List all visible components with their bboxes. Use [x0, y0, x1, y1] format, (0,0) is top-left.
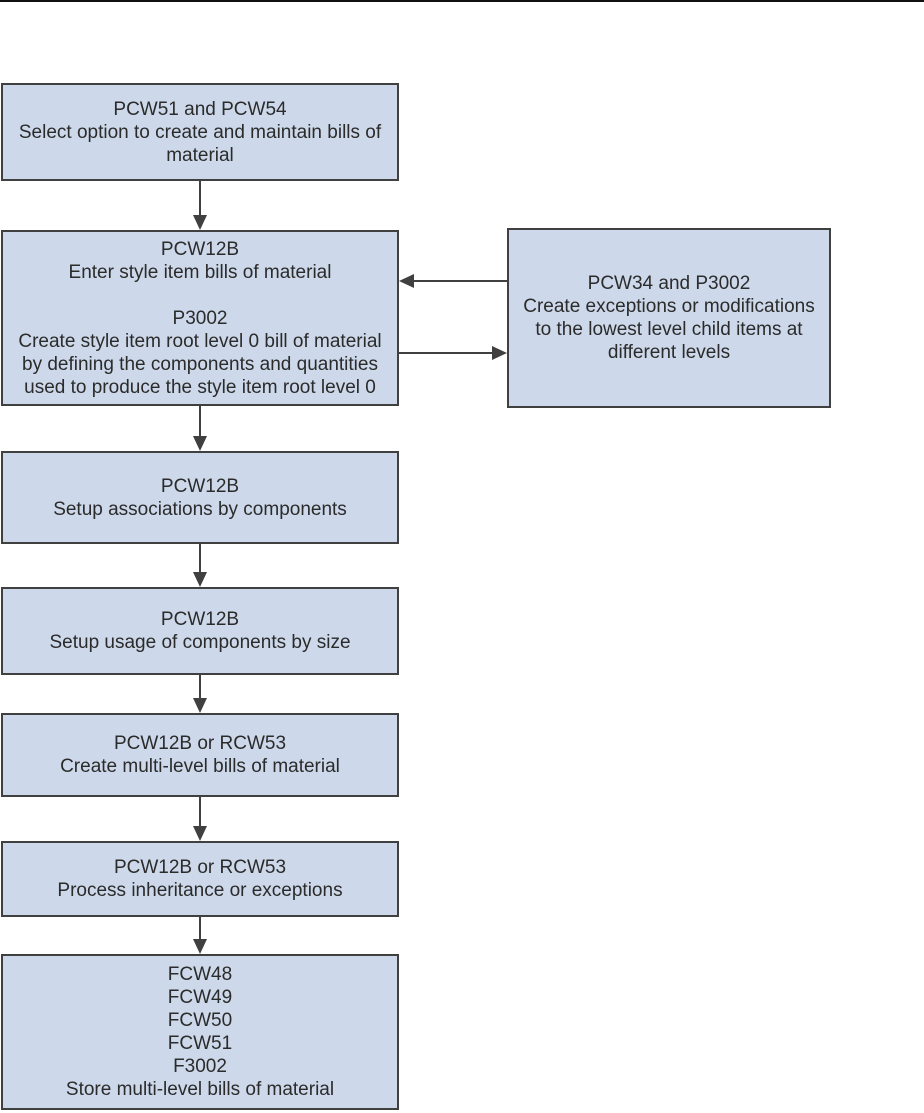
flow-box-store-multilevel-bom-text: FCW48 FCW49 FCW50 FCW51 F3002 Store mult… [65, 964, 335, 1100]
arrow-stem [199, 406, 201, 438]
flow-box-select-option: PCW51 and PCW54 Select option to create … [1, 83, 399, 181]
flow-box-process-inheritance-text: PCW12B or RCW53 Process inheritance or e… [57, 857, 343, 901]
arrow-head-left-icon [399, 274, 414, 288]
flow-box-create-exceptions-text: PCW34 and P3002 Create exceptions or mod… [523, 273, 815, 363]
arrow-main-to-side-box [399, 346, 507, 360]
arrow-head-down-icon [193, 939, 207, 954]
arrow-down-4 [193, 675, 207, 713]
arrow-head-down-icon [193, 215, 207, 230]
arrow-stem [199, 797, 201, 828]
arrow-stem [199, 181, 201, 217]
arrow-head-down-icon [193, 826, 207, 841]
flow-box-store-multilevel-bom: FCW48 FCW49 FCW50 FCW51 F3002 Store mult… [1, 954, 399, 1110]
arrow-head-down-icon [193, 436, 207, 451]
arrow-down-5 [193, 797, 207, 841]
flow-box-process-inheritance: PCW12B or RCW53 Process inheritance or e… [1, 841, 399, 917]
arrow-head-right-icon [492, 346, 507, 360]
flow-box-select-option-text: PCW51 and PCW54 Select option to create … [18, 98, 382, 166]
arrow-stem [199, 917, 201, 941]
arrow-stem [412, 280, 507, 282]
arrow-stem [199, 675, 201, 700]
flow-box-enter-style-item-bom: PCW12B Enter style item bills of materia… [1, 230, 399, 406]
flow-box-create-multilevel-bom-text: PCW12B or RCW53 Create multi-level bills… [60, 733, 340, 777]
arrow-head-down-icon [193, 572, 207, 587]
arrow-stem [399, 352, 494, 354]
flow-box-setup-associations: PCW12B Setup associations by components [1, 451, 399, 544]
arrow-down-2 [193, 406, 207, 451]
arrow-down-3 [193, 544, 207, 587]
flow-box-setup-usage: PCW12B Setup usage of components by size [1, 587, 399, 675]
arrow-down-1 [193, 181, 207, 230]
arrow-head-down-icon [193, 698, 207, 713]
flow-box-setup-usage-text: PCW12B Setup usage of components by size [49, 609, 351, 653]
arrow-down-6 [193, 917, 207, 954]
arrow-side-box-to-main [399, 274, 507, 288]
flow-box-setup-associations-text: PCW12B Setup associations by components [53, 475, 347, 520]
top-rule [0, 0, 924, 2]
arrow-stem [199, 544, 201, 574]
flow-box-create-multilevel-bom: PCW12B or RCW53 Create multi-level bills… [1, 713, 399, 797]
flow-box-enter-style-item-bom-text: PCW12B Enter style item bills of materia… [18, 238, 382, 398]
flow-box-create-exceptions: PCW34 and P3002 Create exceptions or mod… [507, 228, 831, 408]
